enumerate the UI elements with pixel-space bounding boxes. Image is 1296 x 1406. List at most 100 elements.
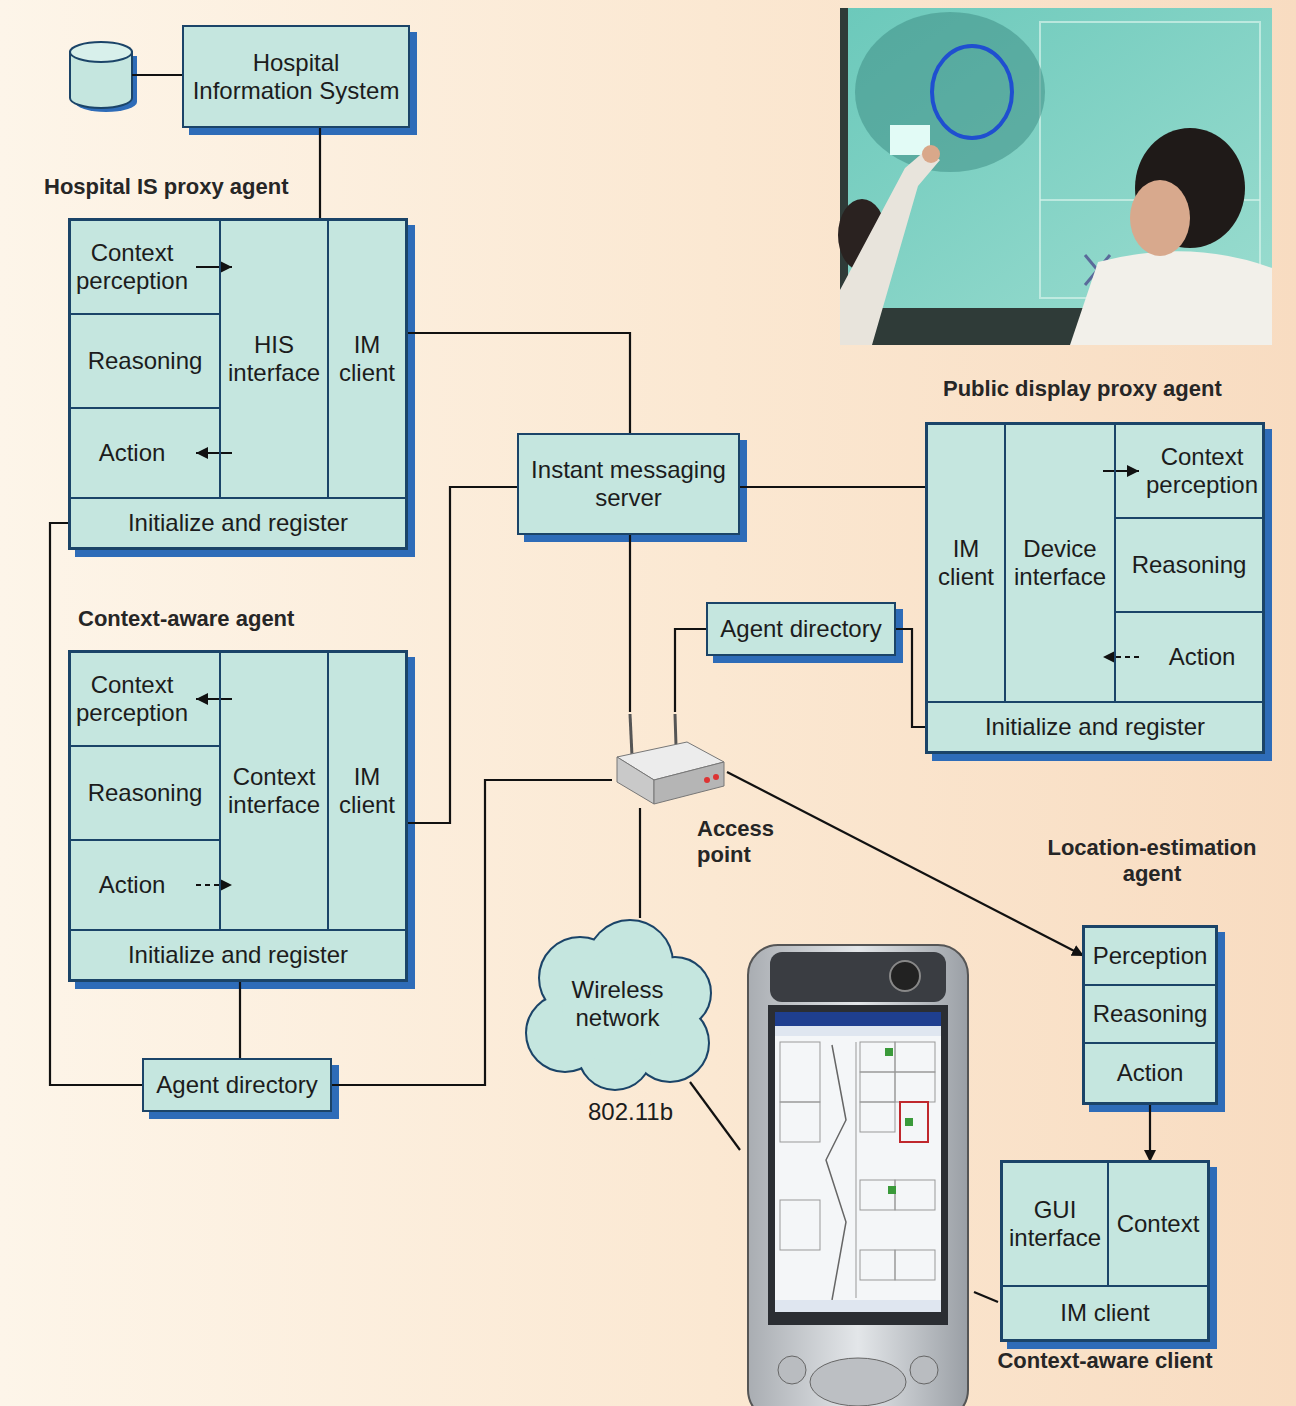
box-label: Context <box>1117 1210 1200 1238</box>
client-box: Context-aware clientGUI interfaceContext… <box>1000 1160 1210 1342</box>
box-label: Action <box>99 439 166 467</box>
box-label: IM client <box>1060 1299 1149 1327</box>
box-label: HIS interface <box>225 331 323 386</box>
wireless-link <box>690 1082 740 1150</box>
antenna <box>630 714 632 756</box>
router-outline <box>612 712 727 808</box>
client-heading: Context-aware client <box>990 1348 1220 1374</box>
box-label: Hospital Information System <box>192 49 400 104</box>
connector <box>1149 1103 1151 1162</box>
box-label: Reasoning <box>88 347 203 375</box>
connector <box>406 333 630 433</box>
box-label: Initialize and register <box>985 713 1205 741</box>
pda-bezel <box>768 1005 948 1325</box>
directory-box: Agent directory <box>142 1058 332 1112</box>
agent-box: Location-estimation agentPerceptionReaso… <box>1082 925 1218 1105</box>
module-box: Action <box>70 840 220 930</box>
box-label: Reasoning <box>88 779 203 807</box>
interface-box: HIS interface <box>220 220 328 498</box>
pda-button <box>910 1356 938 1384</box>
router-front <box>617 757 654 804</box>
interface-box: Device interface <box>1005 424 1115 702</box>
box-label: IM client <box>333 763 401 818</box>
box-fill <box>1000 1160 1210 1342</box>
person-arm <box>840 150 940 345</box>
connector <box>740 486 927 488</box>
floor-marker <box>905 1118 913 1126</box>
box-label: Reasoning <box>1093 1000 1208 1028</box>
router-light <box>713 774 719 780</box>
module-box: Action <box>70 408 220 498</box>
module-box: Context perception <box>70 220 220 314</box>
box-label: Instant messaging server <box>527 456 730 511</box>
server-box: Instant messaging server <box>517 433 740 535</box>
floor-room <box>860 1102 895 1132</box>
box-label: Action <box>1169 643 1236 671</box>
box-label: Wireless network <box>558 976 677 1031</box>
pda-top-band <box>770 952 946 1002</box>
box-fill <box>142 1058 332 1112</box>
box-label: Perception <box>1093 942 1208 970</box>
module-box: Action <box>1084 1043 1216 1103</box>
client-module: IM client <box>927 424 1005 702</box>
connector <box>896 629 927 727</box>
pda-button <box>778 1356 806 1384</box>
photo-frame <box>840 8 1272 345</box>
internal-arrow <box>1103 656 1139 658</box>
box-label: Initialize and register <box>128 509 348 537</box>
client-module: IM client <box>328 652 406 930</box>
register-bar: Initialize and register <box>70 498 406 548</box>
box-label: IM client <box>932 535 1000 590</box>
connector <box>406 487 517 823</box>
module-box: Perception <box>1084 927 1216 985</box>
floor-room <box>860 1250 895 1280</box>
pda-body <box>748 945 968 1406</box>
connector <box>639 808 641 918</box>
client-module: IM client <box>1002 1286 1208 1340</box>
box-label: Initialize and register <box>128 941 348 969</box>
floor-room <box>780 1200 820 1250</box>
box-label: Context perception <box>73 671 191 726</box>
directory-box: Agent directory <box>706 602 896 656</box>
module-box: Action <box>1115 612 1263 702</box>
floor-corridor <box>826 1045 846 1300</box>
network-cloud: Wireless network <box>520 918 715 1090</box>
drawn-ellipse <box>932 46 1012 138</box>
box-fill <box>925 422 1265 754</box>
connector <box>239 980 241 1058</box>
register-bar: Initialize and register <box>70 930 406 980</box>
box-label: Reasoning <box>1132 551 1247 579</box>
person-coat <box>1070 251 1272 345</box>
pda-toolbar <box>775 1026 941 1036</box>
medical-image <box>855 12 1045 172</box>
box-fill <box>517 433 740 535</box>
system-box: Hospital Information System <box>182 25 410 128</box>
agent-heading: Public display proxy agent <box>943 376 1263 402</box>
floor-marker <box>888 1186 896 1194</box>
agent-heading: Location-estimation agent <box>1042 835 1262 888</box>
interface-box: GUI interface <box>1002 1162 1108 1286</box>
module-box: Reasoning <box>1084 985 1216 1043</box>
internal-arrow <box>196 452 232 454</box>
device-label: Access point <box>697 816 787 869</box>
module-box: Reasoning <box>1115 518 1263 612</box>
box-label: Context perception <box>1144 443 1260 498</box>
box-fill <box>68 218 408 550</box>
access-point: Access point <box>612 712 727 808</box>
connector <box>727 772 1084 956</box>
floor-room <box>780 1102 820 1142</box>
pda-screen <box>775 1012 941 1312</box>
box-label: Action <box>99 871 166 899</box>
pda-title-bar <box>775 1012 941 1026</box>
module-box: Context perception <box>1115 424 1263 518</box>
box-fill <box>68 650 408 982</box>
agent-box: Context-aware agentContext perceptionRea… <box>68 650 408 982</box>
module-box: Reasoning <box>70 314 220 408</box>
connector <box>319 128 321 218</box>
box-fill <box>1082 925 1218 1105</box>
internal-arrow <box>196 698 232 700</box>
person-hand <box>922 145 940 163</box>
